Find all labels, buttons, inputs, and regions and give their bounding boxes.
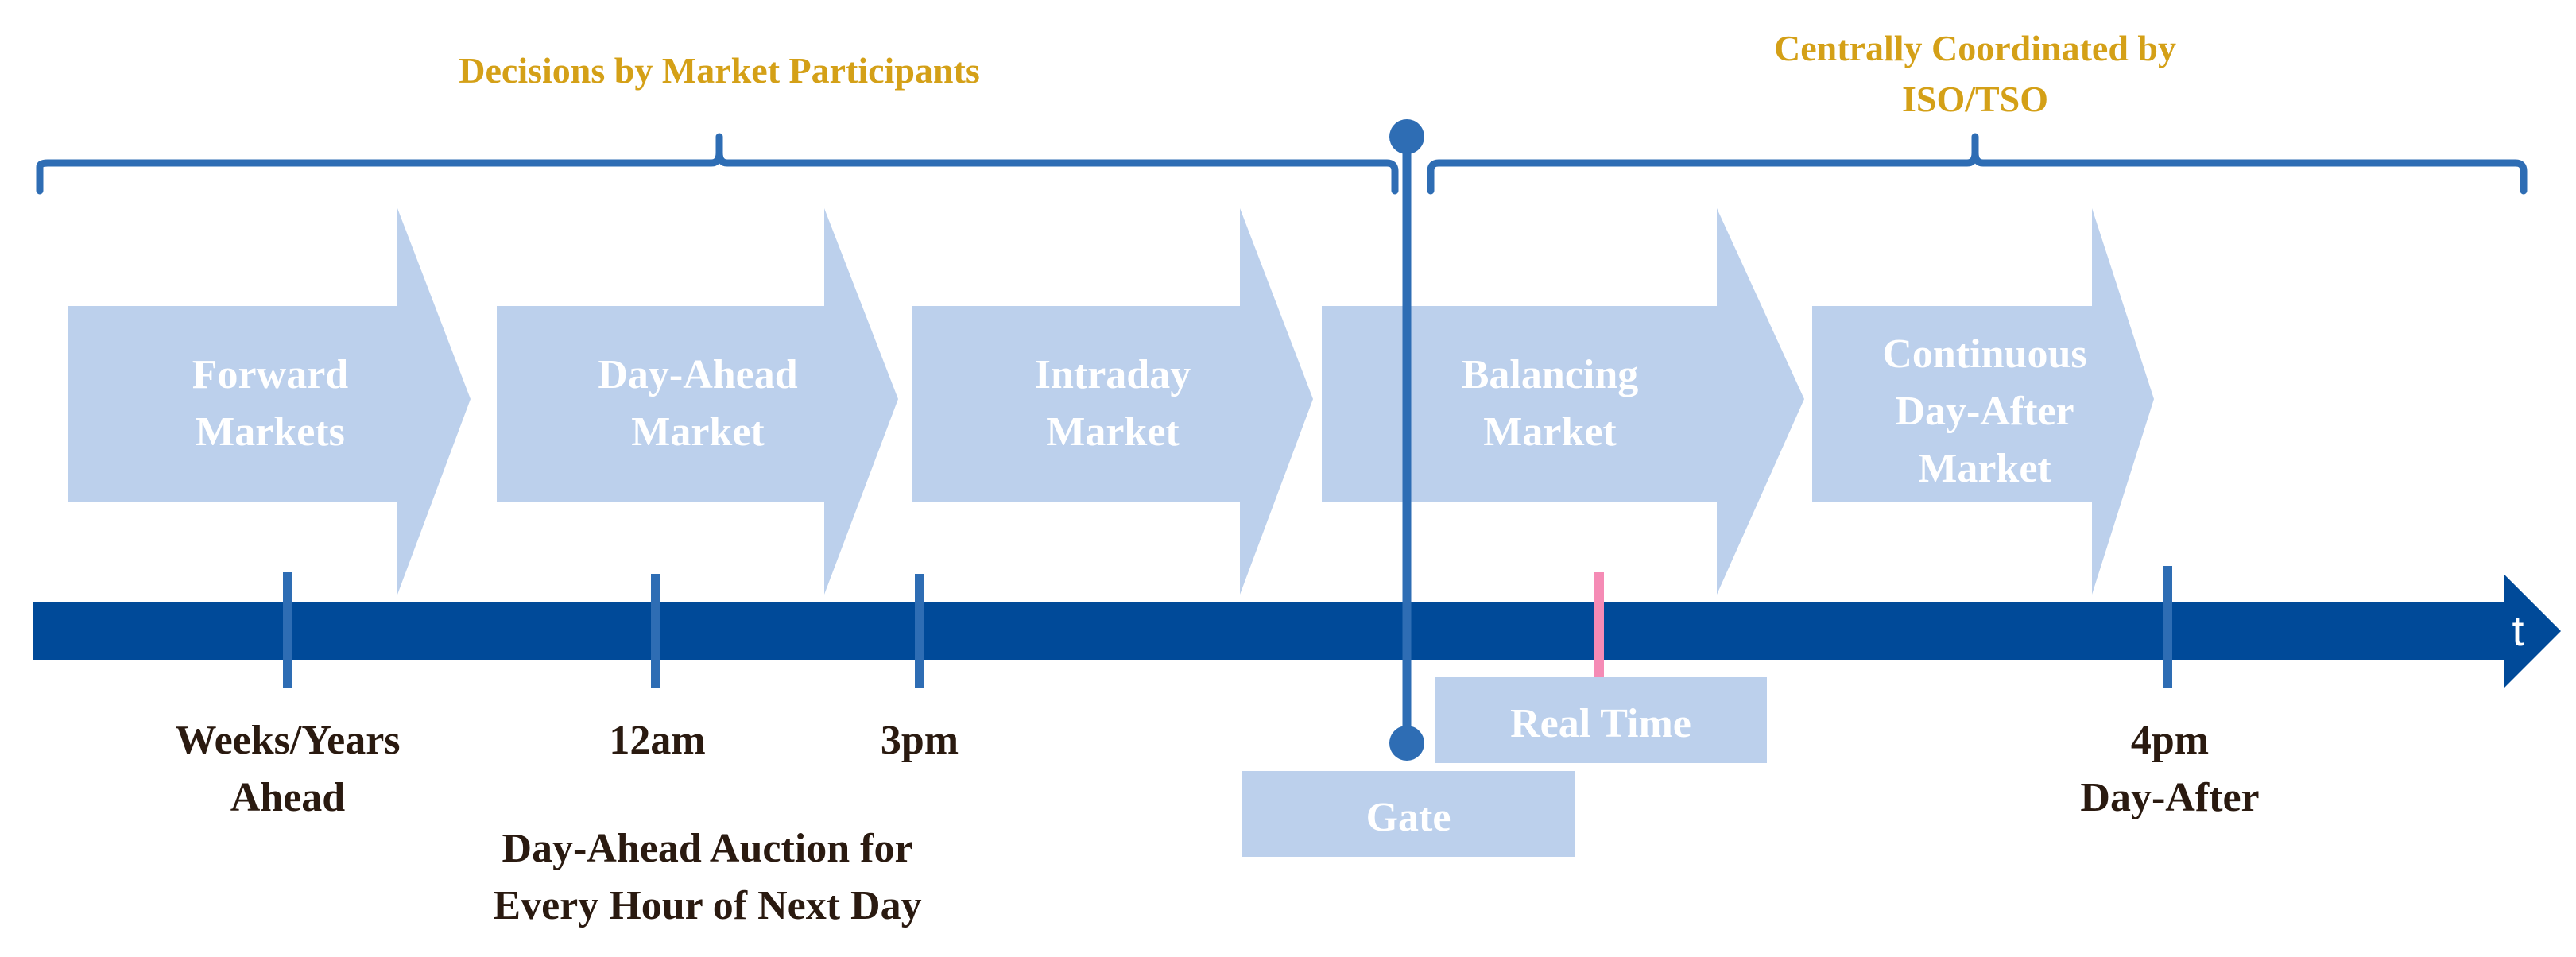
auction-note-line1: Day-Ahead Auction for [502,826,912,871]
right-bracket [1427,133,2528,195]
tick-label-weeks-years-line1: Weeks/Years [175,718,400,763]
tick-label-12am: 12am [609,718,705,763]
stage-label-balancing-line1: Balancing [1462,352,1639,397]
forward-markets-arrow [68,208,471,595]
gate-bottom-dot [1389,726,1424,761]
real-time-label: Real Time [1510,701,1691,746]
stage-label-forward-line1: Forward [192,352,348,397]
real-time-box [1435,677,1767,763]
tick-label-4pm-line2: Day-After [2080,775,2259,820]
tick-label-weeks-years-line2: Ahead [230,775,346,820]
timeline-axis-arrow [33,574,2561,688]
stage-label-continuous-line1: Continuous [1882,331,2086,377]
stage-label-intraday-line1: Intraday [1035,352,1191,397]
right-header-line2: ISO/TSO [1902,79,2048,119]
stage-label-continuous-line2: Day-After [1895,389,2074,434]
left-header: Decisions by Market Participants [459,50,979,91]
stage-label-continuous-line3: Market [1918,446,2051,491]
intraday-market-arrow [912,208,1313,595]
left-bracket [36,133,1399,195]
tick-label-3pm: 3pm [881,718,959,763]
gate-label: Gate [1366,795,1451,840]
stage-label-forward-line2: Markets [196,409,345,455]
stage-label-balancing-line2: Market [1483,409,1617,455]
gate-box [1242,771,1575,857]
axis-t-label: t [2512,607,2524,655]
day-ahead-market-arrow [497,208,898,595]
tick-label-4pm-line1: 4pm [2131,718,2209,763]
stage-label-intraday-line2: Market [1046,409,1180,455]
balancing-market-arrow [1322,208,1804,595]
stage-label-day-ahead-line2: Market [631,409,765,455]
stage-label-day-ahead-line1: Day-Ahead [598,352,797,397]
gate-top-dot [1389,119,1424,154]
continuous-day-after-market-arrow [1812,208,2154,595]
auction-note-line2: Every Hour of Next Day [493,883,921,928]
right-header-line1: Centrally Coordinated by [1774,28,2176,68]
